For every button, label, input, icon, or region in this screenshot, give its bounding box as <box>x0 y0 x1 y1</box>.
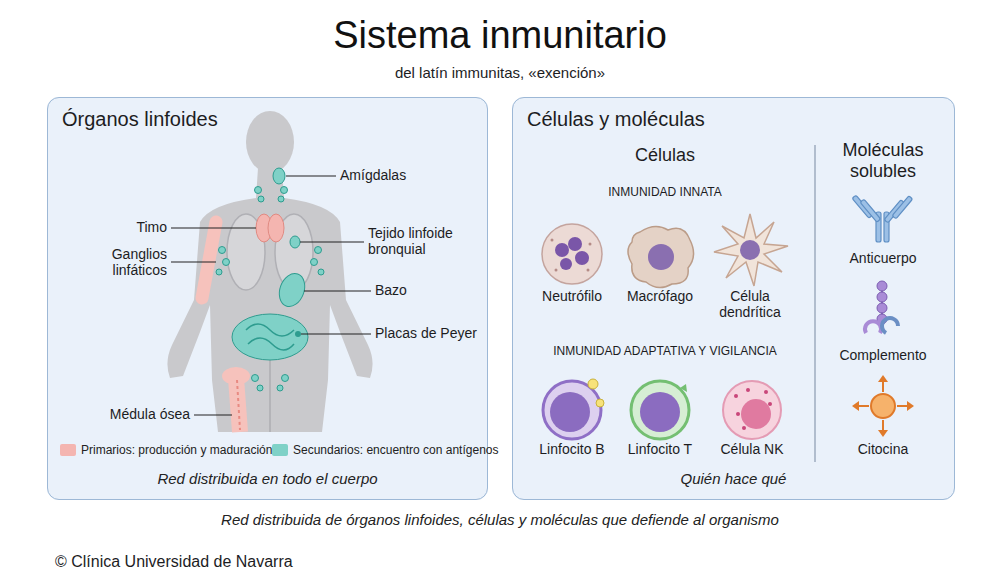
organ-label: Tejido linfoide bronquial <box>368 225 478 257</box>
cell-label: Macrófago <box>615 288 705 304</box>
legend-swatch <box>60 444 76 456</box>
complement-icon <box>865 281 898 333</box>
legend-entry: Primarios: producción y maduración <box>60 443 272 457</box>
cytokine-icon <box>852 375 914 437</box>
cell-label: Linfocito T <box>615 441 705 457</box>
humerus <box>202 222 216 298</box>
intestine <box>232 314 308 360</box>
t-cell-icon <box>631 381 689 439</box>
cell-label: Célula NK <box>707 441 797 457</box>
column-heading: Células <box>600 145 730 166</box>
bronchial-tissue <box>290 236 300 248</box>
panel-heading: Células y moléculas <box>527 108 940 131</box>
legend-swatch <box>272 444 288 456</box>
title: Sistema inmunitario <box>0 14 1000 57</box>
tonsil <box>273 168 285 184</box>
organ-label: Médula ósea <box>60 406 190 422</box>
molecule-label: Citocina <box>828 441 938 457</box>
cell-label: Célula dendrítica <box>705 288 795 320</box>
body-figure <box>167 111 372 432</box>
group-heading: INMUNIDAD INNATA <box>560 186 770 200</box>
panel-footer: Red distribuida en todo el cuerpo <box>62 470 473 487</box>
molecule-label: Complemento <box>823 347 943 363</box>
organ-label: Ganglios linfáticos <box>77 246 167 278</box>
b-cell-icon <box>543 379 604 439</box>
group-heading: INMUNIDAD ADAPTATIVA Y VIGILANCIA <box>530 345 800 359</box>
panel-ground <box>47 97 488 500</box>
subtitle: del latín immunitas, «exención» <box>300 64 700 81</box>
femur <box>236 378 240 432</box>
panel-footer: Quién hace qué <box>527 470 940 487</box>
organ-label: Timo <box>67 219 167 235</box>
antibody-icon <box>852 195 913 242</box>
cell-label: Neutrófilo <box>527 288 617 304</box>
panel-ground <box>512 97 955 500</box>
leader-lines <box>171 176 371 415</box>
organ-label: Amígdalas <box>340 167 450 183</box>
nk-cell-icon <box>723 381 781 439</box>
organ-label: Bazo <box>375 282 475 298</box>
column-heading: Moléculas solubles <box>828 140 938 181</box>
panel: Órganos linfoidesRed distribuida en todo… <box>47 97 488 500</box>
dendritic-icon <box>714 214 788 286</box>
legend-text: Primarios: producción y maduración <box>81 443 272 457</box>
copyright: © Clínica Universidad de Navarra <box>55 553 375 571</box>
macrophage-icon <box>628 226 694 287</box>
legend-text: Secundarios: encuentro con antígenos <box>293 443 498 457</box>
panel-heading: Órganos linfoides <box>62 108 473 131</box>
caption: Red distribuida de órganos linfoides, cé… <box>0 511 1000 528</box>
molecule-label: Anticuerpo <box>828 250 938 266</box>
cell-label: Linfocito B <box>527 441 617 457</box>
legend-entry: Secundarios: encuentro con antígenos <box>272 443 498 457</box>
neutrophil-icon <box>542 224 602 284</box>
spleen <box>275 270 309 310</box>
organ-label: Placas de Peyer <box>375 325 485 341</box>
